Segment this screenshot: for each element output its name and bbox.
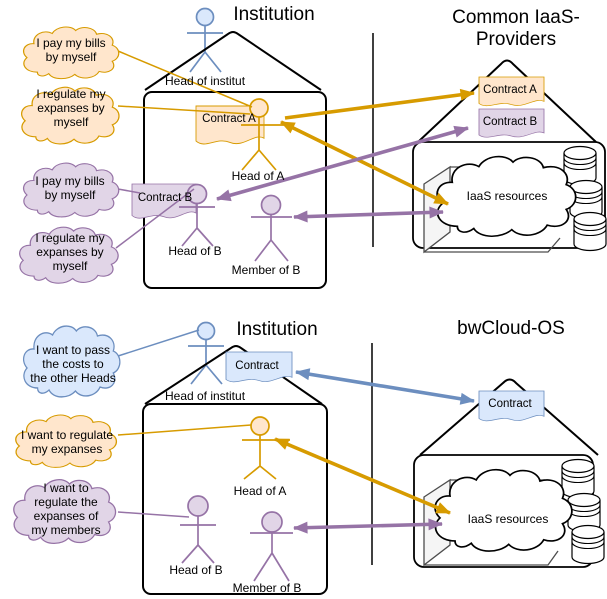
bottom-iaas-resources-label: IaaS resources bbox=[467, 512, 549, 526]
thought-line: I want to regulate bbox=[20, 428, 114, 442]
thought-line: I want to pass bbox=[35, 343, 111, 357]
bottom-bwcloud-contract-label: Contract bbox=[488, 398, 532, 410]
bottom-institution-title: Institution bbox=[236, 319, 318, 340]
thought-line: expanses by bbox=[36, 245, 104, 259]
thought-line: by myself bbox=[44, 188, 96, 202]
iaas-cloud-icon bbox=[434, 468, 573, 552]
institution-house-bottom bbox=[142, 345, 328, 595]
bottom-contract-label: Contract bbox=[235, 360, 279, 372]
member-of-b-figure-top bbox=[251, 194, 292, 262]
head-of-a-figure-bottom bbox=[242, 416, 290, 480]
arrow-heada-to-contracta bbox=[284, 88, 475, 120]
thought-line: I want to bbox=[43, 481, 89, 495]
thought-line: by myself bbox=[45, 50, 97, 64]
relation-arrows bbox=[216, 88, 475, 534]
arrow-contract-bwcontract bbox=[295, 368, 475, 405]
thought-text-pass-costs: I want to pass the costs to the other He… bbox=[30, 343, 115, 385]
top-provider-title-line2: Providers bbox=[475, 29, 557, 50]
bottom-head-of-institut-label: Head of institut bbox=[164, 389, 246, 403]
thought-line: expanses by bbox=[37, 101, 105, 115]
top-head-of-a-label: Head of A bbox=[231, 169, 285, 183]
top-provider-title: Common IaaS- Providers bbox=[452, 7, 580, 51]
top-head-of-institut-label: Head of institut bbox=[164, 74, 246, 88]
thought-line: the costs to bbox=[42, 357, 104, 371]
bottom-bwcloud-title: bwCloud-OS bbox=[457, 318, 565, 339]
arrow-heada-iaas-bottom bbox=[274, 437, 451, 515]
thought-text-regulate-expanses: I want to regulate my expanses bbox=[21, 428, 113, 456]
thought-line: regulate the bbox=[34, 495, 98, 509]
thought-line: I pay my bills bbox=[36, 36, 106, 50]
bottom-head-of-a-label: Head of A bbox=[233, 484, 287, 498]
thought-text-regulate-a: I regulate my expanses by myself bbox=[36, 87, 105, 129]
thought-line: expanses of bbox=[33, 509, 99, 523]
thought-text-pay-bills-a: I pay my bills by myself bbox=[36, 36, 105, 64]
thought-connectors bbox=[115, 50, 253, 518]
arrow-memberb-iaas-bottom bbox=[293, 518, 443, 534]
head-of-b-figure-bottom bbox=[180, 495, 216, 564]
head-of-institution-figure-top bbox=[187, 7, 223, 73]
thought-line: my members bbox=[31, 523, 101, 537]
bottom-member-of-b-label: Member of B bbox=[232, 581, 302, 595]
top-provider-title-line1: Common IaaS- bbox=[452, 7, 580, 28]
thought-text-regulate-b: I regulate my expanses by myself bbox=[35, 231, 104, 273]
arrow-memberb-iaas-top bbox=[293, 206, 444, 223]
top-contract-a-label: Contract A bbox=[202, 113, 256, 125]
top-institution-title: Institution bbox=[233, 4, 315, 25]
thought-text-pay-bills-b: I pay my bills by myself bbox=[35, 174, 104, 202]
top-member-of-b-label: Member of B bbox=[231, 263, 301, 277]
thought-line: myself bbox=[52, 259, 88, 273]
thought-line: myself bbox=[53, 115, 89, 129]
top-provider-contract-b-label: Contract B bbox=[482, 116, 538, 128]
top-iaas-resources-label: IaaS resources bbox=[466, 189, 548, 203]
thought-line: I pay my bills bbox=[35, 174, 105, 188]
thought-line: I regulate my bbox=[35, 231, 105, 245]
top-provider-contract-a-label: Contract A bbox=[483, 84, 537, 96]
top-contract-b-label: Contract B bbox=[137, 192, 193, 204]
thought-text-regulate-members: I want to regulate the expanses of my me… bbox=[31, 481, 100, 537]
bottom-head-of-b-label: Head of B bbox=[169, 563, 223, 577]
arrow-headb-contractb bbox=[216, 125, 469, 202]
thought-line: my expanses bbox=[31, 442, 103, 456]
top-head-of-b-label: Head of B bbox=[168, 244, 222, 258]
thought-line: I regulate my bbox=[36, 87, 106, 101]
thought-line: the other Heads bbox=[30, 371, 116, 385]
member-of-b-figure-bottom bbox=[250, 511, 293, 582]
